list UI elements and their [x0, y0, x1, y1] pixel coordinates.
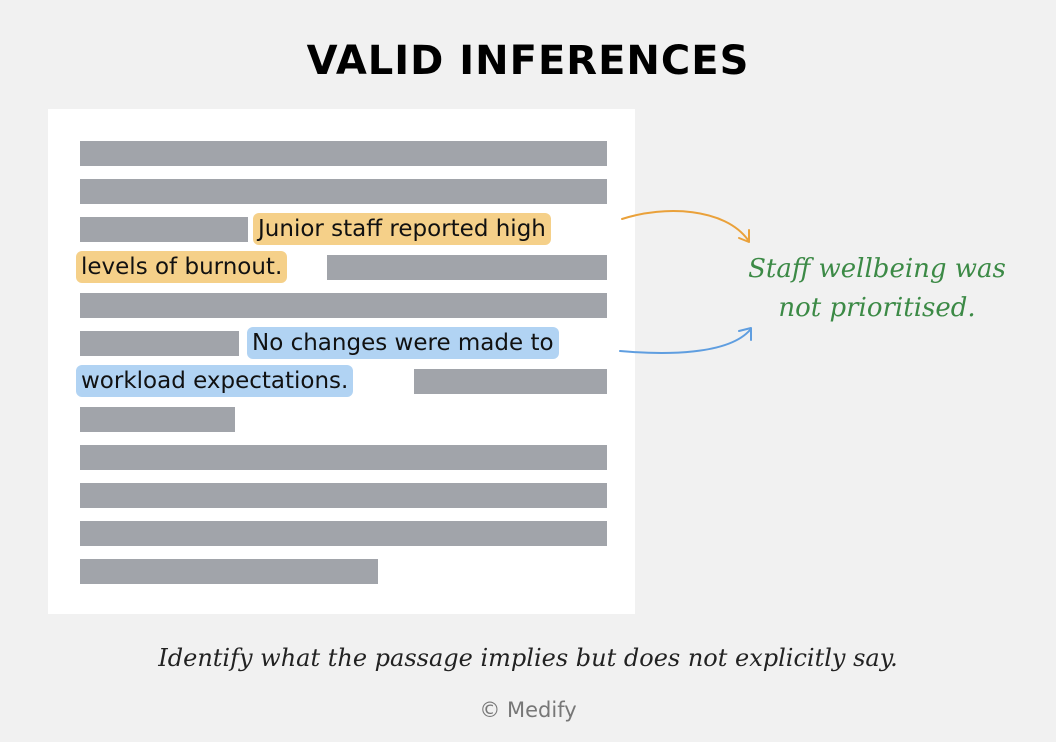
text-placeholder-bar	[80, 217, 248, 242]
arrowhead-blue	[738, 327, 752, 341]
highlight-burnout-line-2: levels of burnout.	[76, 251, 288, 283]
conclusion-line-1: Staff wellbeing was	[748, 254, 1006, 284]
highlight-workload-line-2: workload expectations.	[76, 365, 354, 397]
copyright-credit: © Medify	[479, 698, 577, 722]
page-title: VALID INFERENCES	[306, 38, 750, 84]
text-placeholder-bar	[80, 521, 607, 546]
text-placeholder-bar	[80, 331, 239, 356]
text-placeholder-bar	[414, 369, 607, 394]
caption: Identify what the passage implies but do…	[158, 644, 898, 672]
text-placeholder-bar	[327, 255, 607, 280]
highlight-burnout-line-1: Junior staff reported high	[253, 213, 551, 245]
arrow-blue	[619, 329, 751, 354]
passage-document: Junior staff reported high levels of bur…	[48, 109, 635, 614]
text-placeholder-bar	[80, 141, 607, 166]
text-placeholder-bar	[80, 483, 607, 508]
arrow-orange	[621, 210, 749, 241]
conclusion-line-2: not prioritised.	[778, 293, 976, 323]
text-placeholder-bar	[80, 445, 607, 470]
inference-conclusion: Staff wellbeing was not prioritised.	[712, 250, 1042, 328]
arrowhead-orange	[738, 229, 750, 243]
text-placeholder-bar	[80, 407, 235, 432]
text-placeholder-bar	[80, 293, 607, 318]
highlight-workload-line-1: No changes were made to	[247, 327, 559, 359]
text-placeholder-bar	[80, 559, 378, 584]
text-placeholder-bar	[80, 179, 607, 204]
